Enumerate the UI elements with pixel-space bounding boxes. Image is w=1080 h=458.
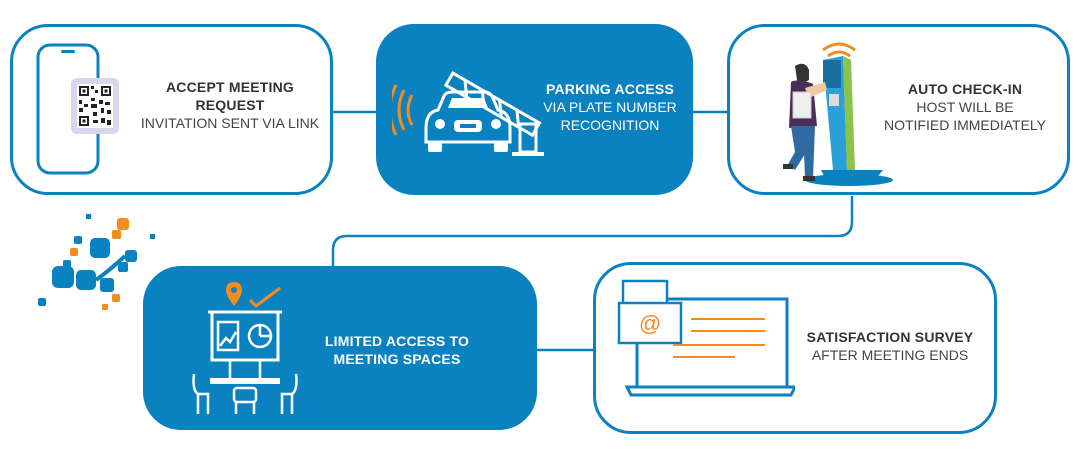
step-subtitle: INVITATION SENT VIA LINK [140, 115, 320, 131]
connector-3-4 [331, 196, 854, 266]
car-barrier-icon [392, 71, 544, 156]
step-subtitle: HOST WILL BE NOTIFIED IMMEDIATELY [883, 99, 1047, 133]
step-subtitle: AFTER MEETING ENDS [811, 347, 969, 363]
kiosk-person-icon [783, 42, 893, 186]
meeting-room-icon [192, 282, 298, 414]
pixel-decoration-icon [38, 214, 155, 310]
step-text-satisfaction-survey: SATISFACTION SURVEY AFTER MEETING ENDS [790, 328, 990, 364]
svg-text:@: @ [639, 311, 661, 336]
step-title: SATISFACTION SURVEY [806, 329, 974, 345]
step-title: ACCEPT MEETING REQUEST [165, 79, 295, 113]
step-title: AUTO CHECK-IN [907, 81, 1023, 97]
step-title: LIMITED ACCESS TO MEETING SPACES [324, 333, 470, 367]
step-subtitle: VIA PLATE NUMBER RECOGNITION [543, 99, 677, 133]
step-text-parking-access: PARKING ACCESS VIA PLATE NUMBER RECOGNIT… [530, 80, 690, 134]
laptop-survey-icon: @ [617, 279, 795, 397]
step-text-limited-access: LIMITED ACCESS TO MEETING SPACES [312, 332, 482, 368]
step-card-parking-access [376, 24, 693, 195]
step-text-accept-meeting: ACCEPT MEETING REQUEST INVITATION SENT V… [132, 78, 328, 132]
phone-qr-icon [36, 43, 119, 175]
step-title: PARKING ACCESS [545, 81, 675, 97]
step-text-auto-check-in: AUTO CHECK-IN HOST WILL BE NOTIFIED IMME… [870, 80, 1060, 134]
